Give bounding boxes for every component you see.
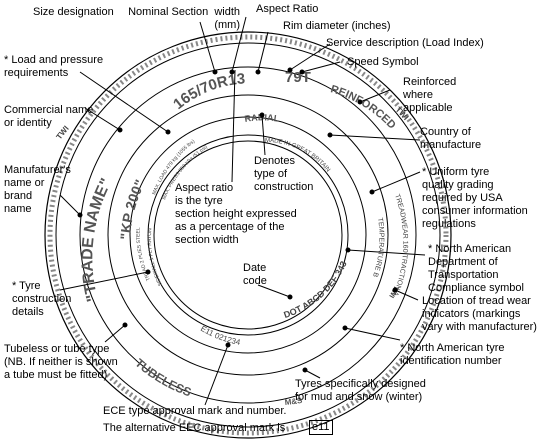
- label-commercial-name: Commercial name or identity: [4, 104, 94, 129]
- label-uniform-tyre-grading: * Uniform tyre quality grading required …: [422, 166, 528, 230]
- label-load-pressure: * Load and pressure requirements: [4, 54, 104, 79]
- svg-text:TEMPERATURE B: TEMPERATURE B: [371, 217, 385, 278]
- label-mud-and-snow: Tyres specifically designed for mud and …: [295, 378, 426, 403]
- rim-ring: [153, 140, 343, 330]
- outer-tread-edge: [44, 31, 452, 439]
- label-speed-symbol: Speed Symbol: [347, 56, 419, 68]
- svg-text:E11 021234: E11 021234: [199, 324, 242, 347]
- label-tubeless-or-tube: Tubeless or tube type (NB. If neither is…: [4, 343, 118, 381]
- svg-text:TUBELESS: TUBELESS: [132, 356, 193, 400]
- sidewall-inner-ring: [129, 116, 367, 354]
- label-nominal-section-width: Nominal Section width (mm): [128, 6, 240, 31]
- label-tread-wear-indicators: Location of tread wear indicators (marki…: [422, 295, 537, 333]
- label-service-description: Service description (Load Index): [326, 37, 484, 49]
- label-denotes-construction: Denotes type of construction: [254, 155, 314, 193]
- label-ece-line-2: The alternative EEC approval mark is: [103, 422, 286, 434]
- label-aspect-ratio: Aspect Ratio: [256, 3, 319, 15]
- label-manufacturer-name: Manufaturer's name or brand name: [4, 164, 71, 215]
- label-ece-line-1: ECE type approval mark and number.: [103, 405, 287, 417]
- label-size-designation: Size designation: [33, 6, 114, 18]
- label-date-code: Date code: [243, 262, 267, 287]
- tyre-temperature-marking: TEMPERATURE B: [371, 217, 385, 278]
- bead-ring: [147, 134, 349, 336]
- svg-text:"KP 200": "KP 200": [117, 177, 148, 240]
- sidewall-mid-ring: [107, 94, 389, 376]
- label-na-tyre-id: * North American tyre identification num…: [400, 342, 505, 367]
- sidewall-outer-ring: [79, 66, 417, 404]
- tyre-ms-marking: M&S: [284, 396, 303, 407]
- label-tyre-construction: * Tyre construction details: [12, 280, 72, 318]
- tyre-rings: [44, 31, 452, 439]
- tread-serration: [47, 34, 449, 436]
- label-rim-diameter: Rim diameter (inches): [283, 20, 391, 32]
- leader-lines: [59, 16, 426, 406]
- tyre-ece-marking: E11 021234: [199, 324, 242, 347]
- svg-text:TREADWEAR 160 TRACTION A: TREADWEAR 160 TRACTION A: [391, 193, 408, 297]
- label-aspect-ratio-explanation: Aspect ratio is the tyre section height …: [175, 182, 297, 246]
- tyre-tubeless-marking: TUBELESS: [132, 356, 193, 400]
- tyre-kp-marking: "KP 200": [117, 177, 148, 240]
- tyre-service-marking: 79T: [285, 69, 311, 86]
- label-dot-compliance: * North American Department of Transport…: [428, 243, 524, 294]
- shoulder-ring: [55, 42, 441, 428]
- label-country-of-manufacture: Country of manufacture: [420, 126, 482, 151]
- label-ece-mark-box: e11: [309, 420, 333, 435]
- label-reinforced: Reinforced where applicable: [403, 76, 457, 114]
- tyre-treadwear-marking: TREADWEAR 160 TRACTION A: [391, 193, 408, 297]
- svg-text:M&S: M&S: [284, 396, 303, 407]
